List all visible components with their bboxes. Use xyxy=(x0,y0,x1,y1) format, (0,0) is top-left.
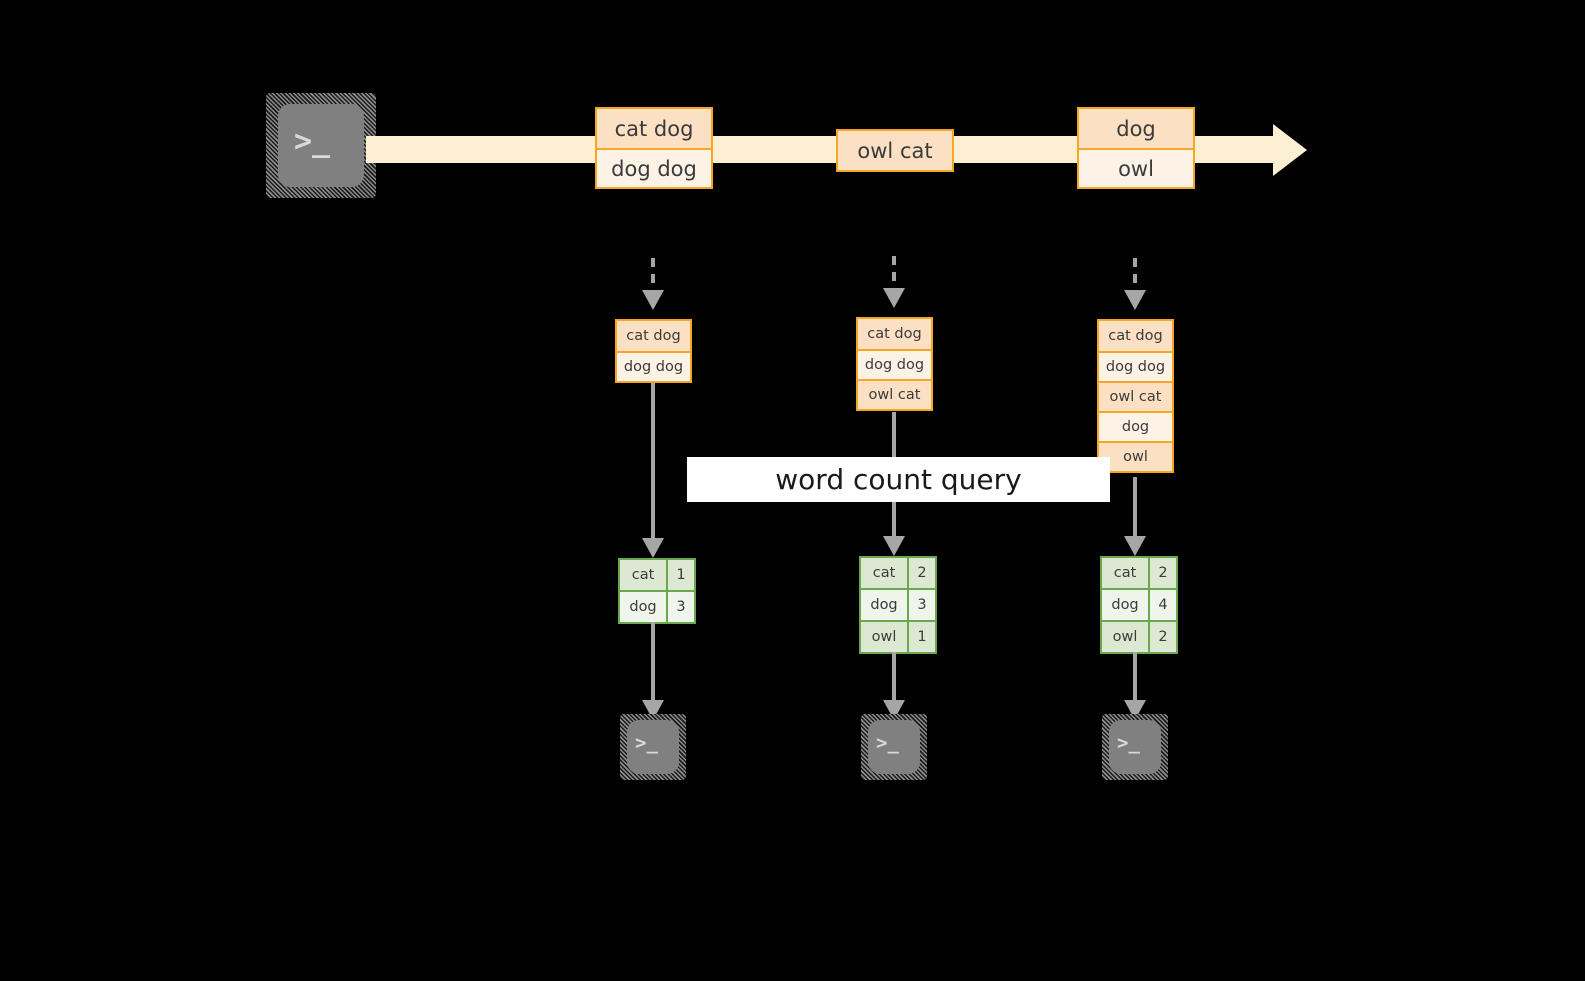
stream-message-box-3[interactable]: dog owl xyxy=(1077,107,1195,189)
column-3-query-connector xyxy=(1133,477,1137,536)
column-3-result-table[interactable]: cat 2 dog 4 owl 2 xyxy=(1100,556,1178,654)
table-row: cat 1 xyxy=(620,560,694,590)
input-row: dog dog xyxy=(617,351,690,381)
column-2-dashed-arrow-head xyxy=(883,288,905,308)
result-count: 3 xyxy=(666,592,694,622)
input-row: dog dog xyxy=(858,349,931,379)
result-count: 4 xyxy=(1148,590,1176,620)
column-2-dashed-connector xyxy=(892,256,896,288)
column-1-dashed-connector xyxy=(651,258,655,290)
query-label: word count query xyxy=(687,457,1110,502)
column-3-consumer-connector xyxy=(1133,652,1137,700)
input-row: dog xyxy=(1099,411,1172,441)
message-line: owl cat xyxy=(838,131,952,170)
column-2-consumer-connector xyxy=(892,652,896,700)
table-row: dog 3 xyxy=(620,590,694,622)
input-row: owl cat xyxy=(1099,381,1172,411)
column-1-result-table[interactable]: cat 1 dog 3 xyxy=(618,558,696,624)
stream-message-box-2[interactable]: owl cat xyxy=(836,129,954,172)
column-1-consumer-connector xyxy=(651,622,655,700)
column-3-dashed-connector xyxy=(1133,258,1137,290)
stream-arrow-head xyxy=(1273,124,1307,176)
column-1-input-box[interactable]: cat dog dog dog xyxy=(615,319,692,383)
input-row: owl xyxy=(1099,441,1172,471)
terminal-face xyxy=(1109,720,1161,774)
column-2-query-arrow-head xyxy=(883,536,905,556)
input-row: cat dog xyxy=(858,319,931,349)
table-row: cat 2 xyxy=(861,558,935,588)
table-row: dog 3 xyxy=(861,588,935,620)
message-line: dog xyxy=(1079,109,1193,148)
input-row: owl cat xyxy=(858,379,931,409)
column-3-input-box[interactable]: cat dog dog dog owl cat dog owl xyxy=(1097,319,1174,473)
message-line: dog dog xyxy=(597,148,711,187)
terminal-face xyxy=(868,720,920,774)
table-row: cat 2 xyxy=(1102,558,1176,588)
message-line: cat dog xyxy=(597,109,711,148)
result-word: cat xyxy=(620,560,666,590)
column-1-query-connector xyxy=(651,383,655,538)
result-count: 2 xyxy=(907,558,935,588)
terminal-prompt-glyph: >_ xyxy=(1117,732,1140,754)
column-3-consumer-terminal-icon[interactable]: >_ xyxy=(1102,714,1168,780)
input-row: cat dog xyxy=(617,321,690,351)
stream-message-box-1[interactable]: cat dog dog dog xyxy=(595,107,713,189)
result-word: owl xyxy=(1102,622,1148,652)
column-1-consumer-terminal-icon[interactable]: >_ xyxy=(620,714,686,780)
input-row: cat dog xyxy=(1099,321,1172,351)
message-line: owl xyxy=(1079,148,1193,187)
result-word: dog xyxy=(620,592,666,622)
result-word: dog xyxy=(861,590,907,620)
result-word: cat xyxy=(861,558,907,588)
column-3-query-arrow-head xyxy=(1124,536,1146,556)
column-3-dashed-arrow-head xyxy=(1124,290,1146,310)
table-row: owl 2 xyxy=(1102,620,1176,652)
input-row: dog dog xyxy=(1099,351,1172,381)
producer-terminal-icon[interactable]: >_ xyxy=(266,93,376,198)
result-count: 2 xyxy=(1148,622,1176,652)
column-1-query-arrow-head xyxy=(642,538,664,558)
result-count: 2 xyxy=(1148,558,1176,588)
result-count: 1 xyxy=(666,560,694,590)
terminal-face xyxy=(627,720,679,774)
result-count: 3 xyxy=(907,590,935,620)
terminal-prompt-glyph: >_ xyxy=(294,124,331,159)
result-word: cat xyxy=(1102,558,1148,588)
column-2-consumer-terminal-icon[interactable]: >_ xyxy=(861,714,927,780)
result-count: 1 xyxy=(907,622,935,652)
column-2-result-table[interactable]: cat 2 dog 3 owl 1 xyxy=(859,556,937,654)
table-row: dog 4 xyxy=(1102,588,1176,620)
column-1-dashed-arrow-head xyxy=(642,290,664,310)
column-2-input-box[interactable]: cat dog dog dog owl cat xyxy=(856,317,933,411)
result-word: owl xyxy=(861,622,907,652)
table-row: owl 1 xyxy=(861,620,935,652)
terminal-face xyxy=(278,104,364,187)
terminal-prompt-glyph: >_ xyxy=(876,732,899,754)
terminal-prompt-glyph: >_ xyxy=(635,732,658,754)
result-word: dog xyxy=(1102,590,1148,620)
